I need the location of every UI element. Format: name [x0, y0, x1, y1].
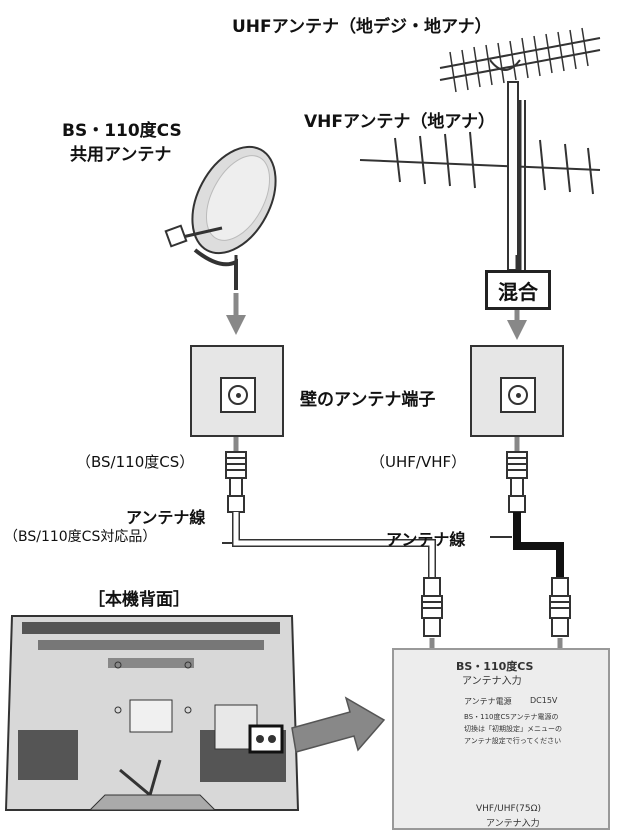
- antenna-mast: [507, 81, 526, 271]
- wall-terminal-label: 壁のアンテナ端子: [300, 390, 436, 410]
- antenna-cable-left-label: アンテナ線: [126, 508, 206, 527]
- antenna-cable-left-note: （BS/110度CS対応品）: [4, 529, 157, 545]
- bs-antenna-label-line2: 共用アンテナ: [70, 145, 172, 165]
- zoom-arrow-icon: [291, 696, 386, 753]
- bs-dish-antenna-icon: [164, 145, 277, 290]
- bs-input-label-line2: アンテナ入力: [462, 676, 522, 687]
- power-note-line2: 切換は「初期設定」メニューの: [464, 725, 562, 733]
- power-note-line1: BS・110度CSアンテナ電源の: [464, 713, 559, 721]
- uhf-f-connector-icon: [506, 451, 528, 513]
- bs-tv-connector-icon: [421, 577, 443, 637]
- vhf-input-label-line2: アンテナ入力: [486, 819, 540, 829]
- vhf-input-label-line1: VHF/UHF(75Ω): [476, 804, 542, 814]
- mixer-box: 混合: [485, 270, 551, 310]
- antenna-power-label: アンテナ電源: [464, 697, 512, 706]
- uhf-terminal-type-label: （UHF/VHF）: [370, 453, 467, 471]
- vhf-antenna-label: VHFアンテナ（地アナ）: [304, 112, 495, 132]
- power-note-line3: アンテナ設定で行ってください: [464, 737, 562, 745]
- uhf-antenna-label: UHFアンテナ（地デジ・地アナ）: [232, 17, 492, 37]
- antenna-power-spec: DC15V: [530, 696, 558, 705]
- terrestrial-cable: [513, 512, 564, 578]
- vhf-antenna-icon: [359, 131, 601, 195]
- tv-back-label: ［本機背面］: [88, 590, 190, 610]
- terminal-panel-closeup: BS・110度CS アンテナ入力 アンテナ電源 DC15V BS・110度CSア…: [392, 648, 610, 830]
- bs-f-connector-icon: [225, 451, 247, 513]
- uhf-antenna-icon: [439, 27, 601, 93]
- antenna-cable-right-label: アンテナ線: [386, 530, 466, 549]
- vhf-tv-connector-icon: [549, 577, 571, 637]
- bs-terminal-type-label: （BS/110度CS）: [76, 453, 195, 471]
- uhf-wall-plate: [470, 345, 564, 437]
- tv-back-icon: [4, 615, 300, 811]
- bs-input-label-line1: BS・110度CS: [456, 660, 534, 673]
- bs-antenna-label-line1: BS・110度CS: [62, 121, 182, 141]
- bs-wall-plate: [190, 345, 284, 437]
